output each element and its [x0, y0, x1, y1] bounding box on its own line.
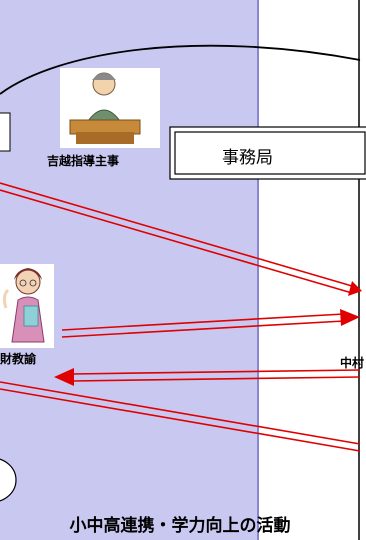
arrow-bottom-to-right	[0, 381, 361, 452]
yoshikoshi-label: 吉越指導主事	[47, 154, 120, 168]
arrow-top-to-right	[0, 182, 353, 294]
grouping-arc	[0, 44, 361, 95]
jimukyoku-box-inner	[174, 131, 366, 175]
arrow-top-to-right-head	[348, 281, 362, 296]
zaikyoyu-label: 財教諭	[0, 352, 37, 366]
chu-label: 中村	[340, 356, 365, 370]
teacher-woman-icon	[0, 264, 54, 348]
left-edge-box	[0, 112, 11, 152]
left-oval	[0, 458, 17, 502]
arrow-right-to-teacher-head	[54, 368, 74, 386]
jimukyoku-label: 事務局	[222, 148, 273, 168]
arrow-teacher-to-right-head	[340, 309, 360, 326]
seated-man-icon	[60, 68, 160, 148]
footer-title: 小中高連携・学力向上の活動	[69, 516, 291, 536]
arrow-teacher-to-right	[61, 313, 345, 338]
arrow-right-to-teacher	[71, 369, 361, 382]
